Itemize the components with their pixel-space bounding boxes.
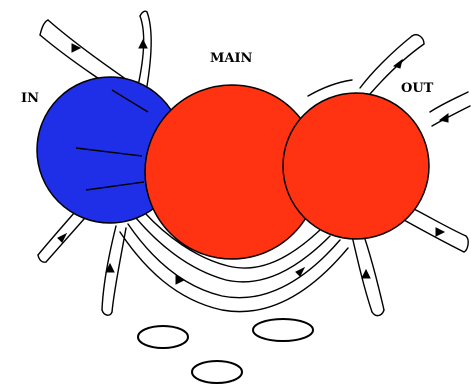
ellipse-right <box>253 319 313 341</box>
label-main: MAIN <box>210 52 252 65</box>
ellipse-bottom <box>192 361 242 383</box>
out-circle <box>283 93 429 239</box>
label-out: OUT <box>401 82 433 95</box>
label-in: IN <box>21 92 39 105</box>
ellipse-left <box>138 326 188 348</box>
